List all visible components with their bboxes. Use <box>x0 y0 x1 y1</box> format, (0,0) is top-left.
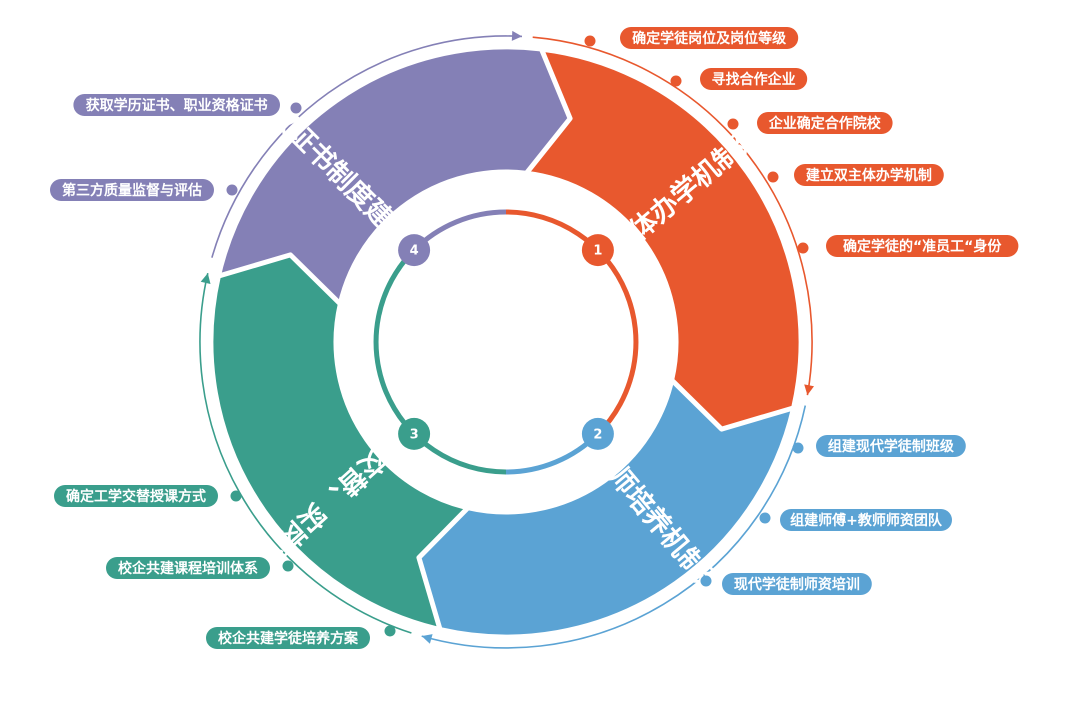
ring-dot <box>384 625 396 637</box>
step-number-1: 1 <box>581 234 614 267</box>
ring-arrow-icon <box>804 384 814 396</box>
step-number-2: 2 <box>581 417 614 450</box>
label-pill <box>757 112 893 134</box>
step-labels: 确定学徒岗位及岗位等级寻找合作企业企业确定合作院校建立双主体办学机制确定学徒的“… <box>50 27 1019 649</box>
step-number-circle <box>398 234 431 267</box>
step-label-orange-4: 建立双主体办学机制 <box>767 164 944 186</box>
label-text: 现代学徒制师资培训 <box>734 576 860 593</box>
ring-dot <box>792 442 804 454</box>
label-text: 组建现代学徒制班级 <box>828 438 955 455</box>
label-text: 企业确定合作院校 <box>768 115 882 132</box>
step-number-text: 3 <box>410 427 419 442</box>
step-label-orange-1: 确定学徒岗位及岗位等级 <box>584 27 799 49</box>
label-pill <box>620 27 799 49</box>
label-text: 寻找合作企业 <box>712 71 796 88</box>
segment-1 <box>523 46 804 432</box>
step-number-4: 4 <box>398 234 431 267</box>
step-label-green-1: 确定工学交替授课方式 <box>54 485 242 507</box>
step-label-green-3: 校企共建学徒培养方案 <box>206 625 396 649</box>
step-number-text: 4 <box>410 244 419 259</box>
step-number-circle <box>581 417 614 450</box>
outer-ring-arc <box>532 36 813 396</box>
inner-ring-arc <box>373 248 507 475</box>
segment-2 <box>416 359 802 640</box>
segment-3 <box>208 252 489 638</box>
label-pill <box>73 94 281 116</box>
ring-dot <box>226 184 238 196</box>
label-pill <box>794 164 944 186</box>
step-label-purple-2: 第三方质量监督与评估 <box>50 179 238 201</box>
label-pill <box>826 235 1019 257</box>
ring-arrow-icon <box>421 634 433 644</box>
step-label-purple-1: 获取学历证书、职业资格证书 <box>73 94 302 116</box>
ring-dot <box>282 560 294 572</box>
label-pill <box>54 485 218 507</box>
ring-dot <box>797 242 809 254</box>
inner-ring-arc <box>505 209 639 436</box>
step-number-circle <box>398 417 431 450</box>
step-label-blue-2: 组建师傅+教师师资团队 <box>759 509 952 531</box>
ring-arrow-icon <box>511 30 522 41</box>
ring-dot <box>584 35 596 47</box>
step-label-blue-3: 现代学徒制师资培训 <box>700 573 872 595</box>
ring-dot <box>767 171 779 183</box>
inner-ring: 1 2 3 4 <box>373 209 639 475</box>
segment-shape <box>523 46 804 432</box>
segment-shape <box>208 252 489 638</box>
label-text: 确定学徒的“准员工“身份 <box>843 238 1002 255</box>
label-pill <box>700 68 808 90</box>
label-pill <box>206 627 370 649</box>
label-text: 组建师傅+教师师资团队 <box>790 512 943 529</box>
step-number-text: 1 <box>593 244 602 259</box>
ring-arrow-icon <box>200 273 211 284</box>
step-label-orange-5: 确定学徒的“准员工“身份 <box>797 235 1019 257</box>
label-text: 确定工学交替授课方式 <box>66 488 206 505</box>
ring-dot <box>230 490 242 502</box>
ring-dot <box>759 512 771 524</box>
label-text: 校企共建学徒培养方案 <box>218 630 359 647</box>
step-label-blue-1: 组建现代学徒制班级 <box>792 435 966 457</box>
outer-ring-arc <box>211 35 523 258</box>
label-text: 确定学徒岗位及岗位等级 <box>632 30 787 47</box>
label-text: 建立双主体办学机制 <box>806 167 932 184</box>
ring-dot <box>700 575 712 587</box>
label-text: 校企共建课程培训体系 <box>118 560 258 577</box>
label-pill <box>722 573 872 595</box>
label-text: 获取学历证书、职业资格证书 <box>86 97 268 114</box>
label-pill <box>816 435 966 457</box>
step-number-circle <box>581 234 614 267</box>
step-label-orange-3: 企业确定合作院校 <box>727 112 893 134</box>
step-number-3: 3 <box>398 417 431 450</box>
label-pill <box>780 509 952 531</box>
outer-ring-arc <box>421 405 807 649</box>
ring-dot <box>290 102 302 114</box>
step-label-green-2: 校企共建课程培训体系 <box>106 557 294 579</box>
step-number-text: 2 <box>593 427 602 442</box>
ring-dot <box>670 75 682 87</box>
label-pill <box>50 179 214 201</box>
label-text: 第三方质量监督与评估 <box>62 182 202 199</box>
segment-shape <box>416 359 802 640</box>
ring-dot <box>727 118 739 130</box>
step-label-orange-2: 寻找合作企业 <box>670 68 808 90</box>
label-pill <box>106 557 270 579</box>
